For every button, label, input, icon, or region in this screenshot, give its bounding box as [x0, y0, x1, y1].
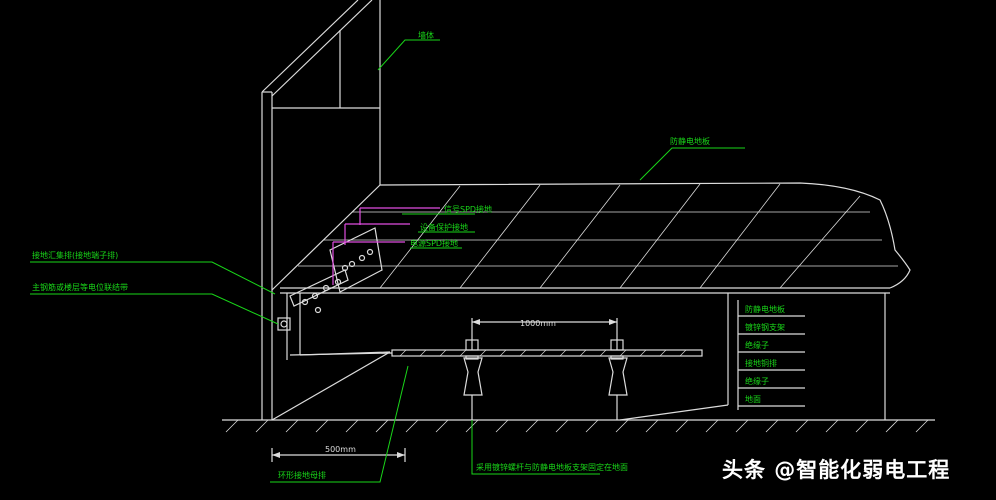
- spd-wires: [332, 207, 440, 285]
- legend-item: 镀锌钢支架: [745, 322, 785, 332]
- label-pedestal-support: 采用镀锌螺杆与防静电地板支架固定在地面: [476, 462, 628, 472]
- label-equipment-ground: 设备保护接地: [420, 222, 468, 232]
- label-wall: 墙体: [418, 30, 434, 40]
- pedestal-left: [463, 318, 483, 420]
- label-antistatic-floor: 防静电地板: [670, 136, 710, 146]
- structure-lines: [222, 0, 935, 462]
- watermark: 头条 @智能化弱电工程: [722, 458, 951, 482]
- legend-item: 地面: [745, 394, 761, 404]
- legend-item: 绝缘子: [745, 376, 769, 386]
- label-ground-terminal: 接地汇集排(接地端子排): [32, 250, 118, 260]
- ground-terminal-plate: [277, 227, 383, 331]
- ground-hatch: [225, 419, 929, 433]
- label-spd-power: 电源SPD接地: [410, 238, 458, 248]
- leader-lines: [30, 39, 745, 483]
- legend-item: 绝缘子: [745, 340, 769, 350]
- legend-item: 接地铜排: [745, 358, 777, 368]
- dimension-arrows: [272, 319, 617, 458]
- pedestal-right: [608, 318, 628, 420]
- label-bond-wire: 环形接地母排: [278, 470, 326, 480]
- label-equipotential-belt: 主钢筋或楼层等电位联结带: [32, 282, 128, 292]
- legend-box: [737, 300, 805, 410]
- legend-item: 防静电地板: [745, 304, 785, 314]
- label-spd-signal: 信号SPD接地: [444, 204, 492, 214]
- dimension-edge-distance: 500mm: [325, 445, 356, 454]
- dimension-pedestal-spacing: 1000mm: [520, 319, 556, 328]
